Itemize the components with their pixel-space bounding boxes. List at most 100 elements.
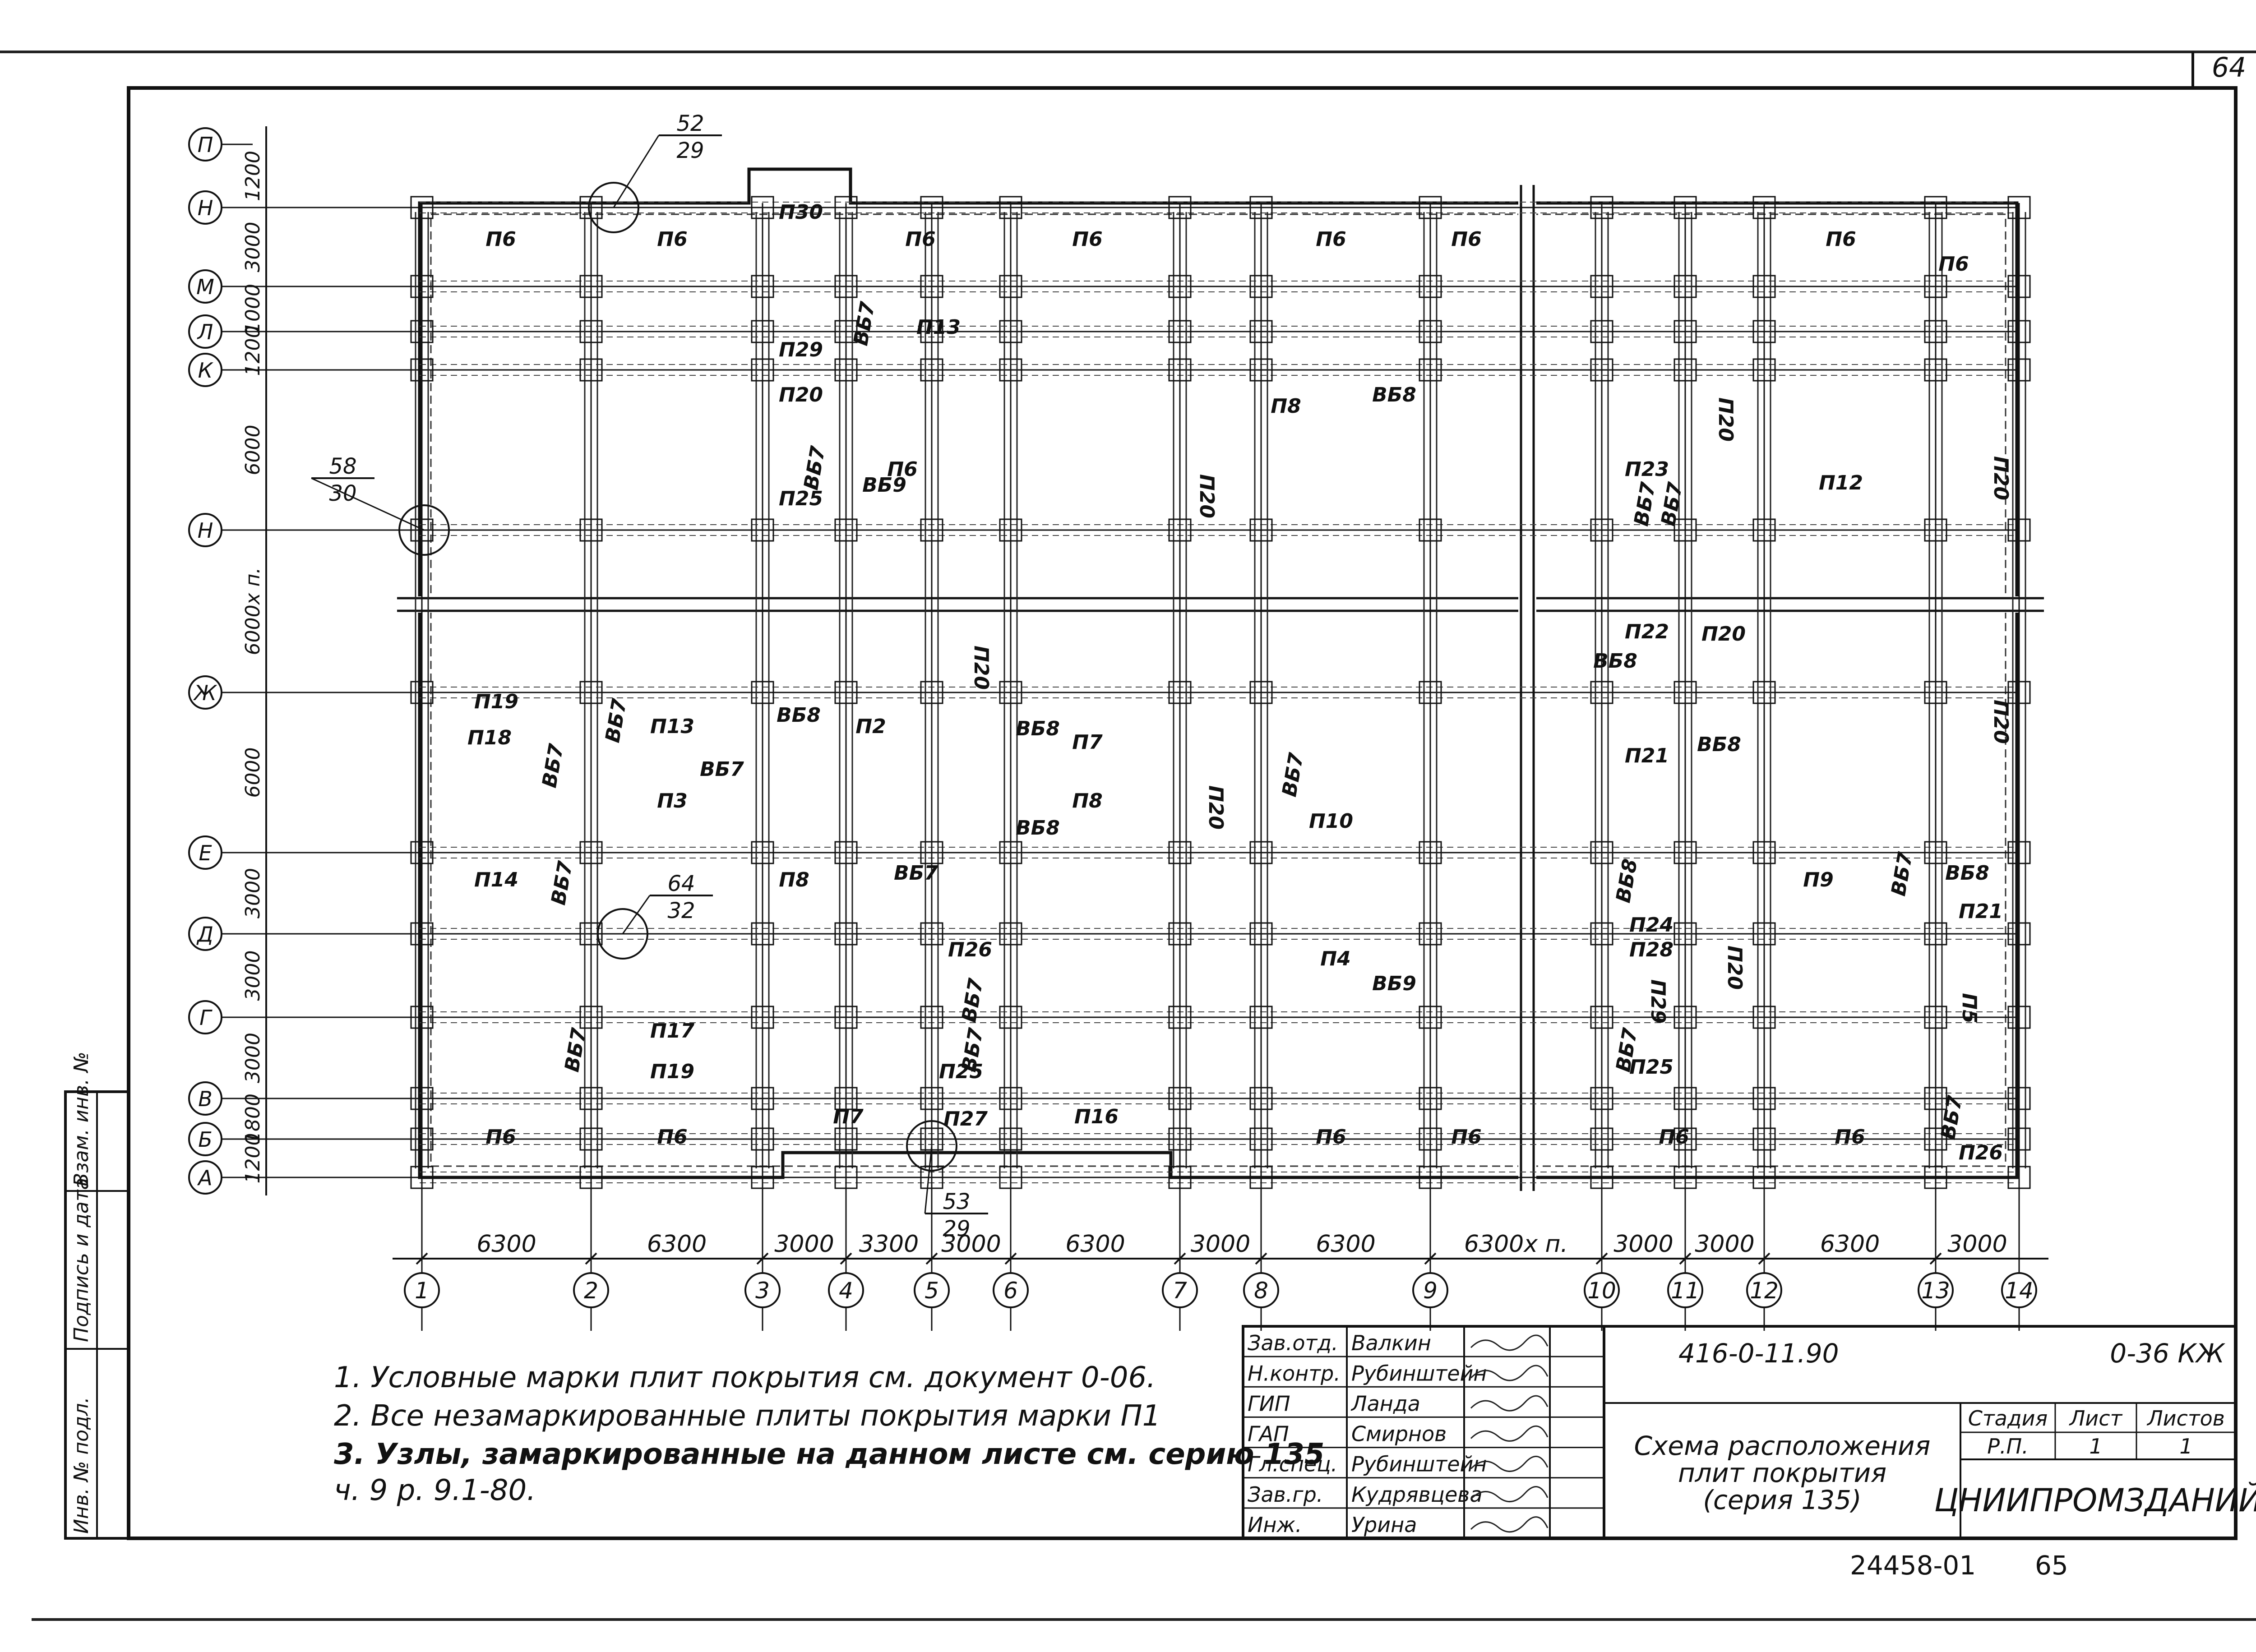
drawing-frame [127,86,2238,1540]
column-axis-label: 3 [755,1278,770,1304]
plate-label: П6 [1072,228,1102,251]
column-axis-label: 4 [839,1278,853,1304]
plate-label: П8 [1271,395,1301,418]
plate-label: П9 [1803,868,1833,891]
row-axis-label: Г [199,1006,213,1030]
sheet-header: Лист [2069,1406,2123,1431]
signature-mark [1470,1486,1549,1503]
plate-label: П6 [1451,228,1481,251]
beam-label: ВБ7 [1937,1094,1967,1141]
plate-label: П6 [485,228,516,251]
document-code: 0-36 КЖ [2110,1338,2225,1369]
plate-label: П7 [1072,731,1103,754]
plate-label: П8 [1072,789,1102,812]
title-block-name: Смирнов [1351,1422,1447,1446]
beam-label: ВБ8 [1372,383,1416,406]
beam-label: ВБ7 [849,300,879,347]
column-axis-label: 8 [1254,1278,1268,1304]
plate-label: П25 [939,1060,983,1083]
sheets-value: 1 [2179,1434,2192,1458]
plate-label: П7 [833,1105,864,1128]
plate-label: П6 [657,1126,687,1149]
signature-mark [1470,1365,1549,1381]
beam-label: ВБ7 [700,758,744,781]
side-stamp: Инв. № подл. Подпись и дата Взам. инв. № [64,1052,130,1540]
bottom-dimension: 3000 [1613,1231,1673,1258]
row-axis-bubble [188,314,222,349]
title-block-role: Зав.гр. [1248,1482,1323,1507]
beam-label: ВБ7 [800,444,830,492]
title-block-role: Н.контр. [1248,1361,1341,1385]
left-dimension: 3000 [241,868,264,918]
title-block-name: Рубинштейн [1351,1361,1487,1385]
row-axis-label: П [198,133,213,157]
beam-label: ВБ8 [1945,862,1989,885]
plate-label: П24 [1629,914,1674,937]
left-dimension: 3000 [241,222,264,272]
plate-label: П6 [1451,1126,1481,1149]
plate-label: П6 [887,458,917,481]
bottom-dimension: 6300 [1065,1231,1125,1258]
plate-label: П20 [1723,946,1746,990]
plate-label: П14 [474,868,518,891]
signature-mark [1470,1334,1549,1351]
plate-label: П22 [1625,620,1669,643]
beam-label: ВБ7 [1657,480,1687,528]
note-1: 1. Условные марки плит покрытия см. доку… [334,1361,1156,1394]
sheet-value: 1 [2089,1434,2102,1458]
plate-label: П23 [1625,458,1669,481]
node-callout-circle [398,504,450,556]
column-axis-label: 14 [2005,1278,2034,1304]
row-axis-bubble [188,190,222,225]
beam-label: ВБ8 [1593,650,1637,673]
sheets-header: Листов [2146,1406,2225,1431]
beam-label: ВБ7 [547,859,577,907]
left-dimension: 6000 [241,425,264,475]
bottom-dimension: 3000 [1947,1231,2007,1258]
title-line-2: плит покрытия [1678,1458,1886,1488]
column-axis-label: 10 [1587,1278,1616,1304]
row-axis-bubble [188,1122,222,1156]
project-code: 416-0-11.90 [1678,1338,1839,1369]
plate-label: П20 [970,646,993,690]
plate-label: П26 [948,938,992,961]
row-axis-bubble [188,1160,222,1195]
column-axis-12 [1746,1272,1782,1308]
row-axis-bubble [188,675,222,710]
title-block-role: ГАП [1248,1422,1289,1446]
column-axis-11 [1667,1272,1703,1308]
plate-label: П6 [1938,253,1969,276]
row-axis-label: Е [199,841,212,865]
title-block-name: Рубинштейн [1351,1452,1487,1477]
beam-label: ВБ8 [1016,717,1060,740]
plate-label: П6 [1659,1126,1689,1149]
beam-label: ВБ7 [1278,751,1308,798]
plate-label: П20 [1714,397,1737,442]
node-callout-bottom: 32 [667,898,695,923]
column-axis-4 [828,1272,864,1308]
row-axis-bubble [188,269,222,304]
left-dimension: 1200 [241,1133,264,1184]
column-axis-label: 6 [1003,1278,1018,1304]
row-axis-label: Н [198,518,213,543]
row-axis-bubble [188,835,222,870]
row-axis-bubble [188,513,222,547]
row-axis-label: Б [198,1127,213,1152]
title-line-3: (серия 135) [1703,1485,1861,1515]
row-axis-label: Л [197,320,213,344]
column-axis-1 [404,1272,440,1308]
organization: ЦНИИПРОМЗДАНИЙ [1934,1482,2256,1519]
column-axis-10 [1584,1272,1620,1308]
bottom-dimension: 3000 [1191,1231,1250,1258]
inventory-number: 24458-01 [1850,1550,1976,1581]
left-dimension: 1200 [241,151,264,201]
beam-label: ВБ8 [1697,733,1741,756]
left-dimension: 6000 [241,748,264,798]
column-axis-8 [1243,1272,1279,1308]
plate-label: П18 [467,726,512,749]
beam-label: ВБ8 [1612,857,1642,904]
plate-label: П30 [779,201,823,224]
stamp-inv-label: Инв. № подл. [70,1397,93,1534]
title-block-name: Кудрявцева [1351,1482,1483,1507]
general-notes: 1. Условные марки плит покрытия см. доку… [334,1361,1324,1507]
